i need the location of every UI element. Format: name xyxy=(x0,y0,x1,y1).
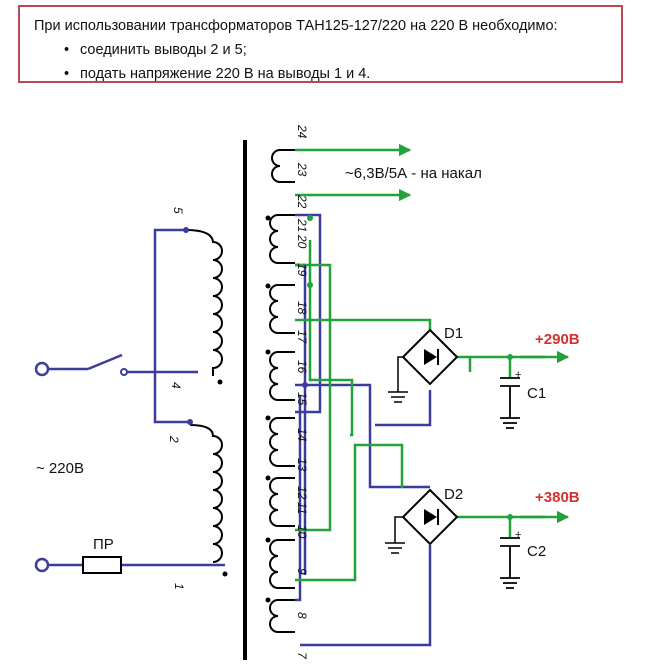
mains-terminal xyxy=(34,557,50,573)
terminal-number: 13 xyxy=(295,458,309,472)
wire-d2-bottom xyxy=(300,545,432,647)
secondary-winding-10-12 xyxy=(269,477,295,527)
secondary-winding-7-8 xyxy=(269,599,295,633)
primary-winding-upper xyxy=(185,229,223,376)
wire-10-to-d2 xyxy=(295,263,332,532)
terminal-number: 1 xyxy=(172,583,186,590)
terminal-number: 20 xyxy=(295,234,309,249)
dot-marker xyxy=(265,537,271,543)
instruction-intro: При использовании трансформаторов ТАН125… xyxy=(34,18,558,34)
dot-marker xyxy=(265,597,271,603)
terminal-number: 24 xyxy=(295,124,309,139)
terminal-number: 11 xyxy=(295,502,309,514)
secondary-winding-9-10 xyxy=(269,539,295,589)
capacitor-label: C2 xyxy=(527,543,546,560)
filament-label: ~6,3В/5А - на накал xyxy=(345,165,482,182)
wire-d1-to-d2 xyxy=(295,395,302,602)
secondary-winding-23-24 xyxy=(271,149,295,183)
capacitor-label: C1 xyxy=(527,385,546,402)
secondary-winding-20-21 xyxy=(269,214,295,264)
junction-dot xyxy=(307,215,313,221)
wire-17-to-d1 xyxy=(295,318,432,335)
junction-dot xyxy=(507,514,513,520)
mains-terminal xyxy=(34,361,50,377)
junction-dot xyxy=(187,419,193,425)
dot-marker xyxy=(222,571,228,577)
terminal-number: 12 xyxy=(295,486,309,500)
wire-d1-bottom xyxy=(375,390,432,427)
terminal-number: 14 xyxy=(295,428,309,442)
fuse-label: ПР xyxy=(93,536,114,553)
primary-winding-lower xyxy=(189,424,223,563)
terminal-number: 8 xyxy=(295,612,309,619)
terminal-number: 9 xyxy=(295,568,309,575)
ground-symbol xyxy=(385,516,405,554)
secondary-winding-13-14 xyxy=(269,417,295,467)
terminal-number: 17 xyxy=(295,330,309,345)
terminal-number: 16 xyxy=(295,360,309,374)
terminal-number: 19 xyxy=(295,263,309,277)
dot-marker xyxy=(265,283,271,289)
terminal-number: 5 xyxy=(171,207,185,214)
wire-21-to-15 xyxy=(295,213,322,414)
instruction-list: соединить выводы 2 и 5; подать напряжени… xyxy=(34,38,611,86)
fuse xyxy=(82,556,122,574)
terminal-number: 22 xyxy=(295,194,309,209)
ground-symbol xyxy=(388,356,408,403)
output-voltage-label: +290В xyxy=(535,331,580,348)
secondary-winding-17-19 xyxy=(269,284,295,334)
wire-d1-left xyxy=(308,240,354,437)
dot-marker xyxy=(265,415,271,421)
terminal-number: 23 xyxy=(295,162,309,177)
output-voltage-label: +380В xyxy=(535,489,580,506)
junction-dot xyxy=(302,382,308,388)
terminal-number: 21 xyxy=(295,218,309,232)
terminal-number: 15 xyxy=(295,392,309,406)
junction-dot xyxy=(307,282,313,288)
junction-dot xyxy=(507,354,513,360)
mains-voltage-label: ~ 220В xyxy=(36,460,84,477)
capacitor-polarity: + xyxy=(515,529,521,541)
instruction-item: подать напряжение 220 В на выводы 1 и 4. xyxy=(64,62,611,86)
dot-marker xyxy=(265,349,271,355)
dot-marker xyxy=(217,379,223,385)
dot-marker xyxy=(265,475,271,481)
wire-5-to-2 xyxy=(153,228,190,424)
switch-contact xyxy=(120,368,128,376)
instruction-item: соединить выводы 2 и 5; xyxy=(64,38,611,62)
diode-bridge-label: D1 xyxy=(444,325,463,342)
capacitor-c1 xyxy=(500,377,520,429)
diode-bridge-d2 xyxy=(401,488,459,546)
capacitor-polarity: + xyxy=(515,369,521,381)
capacitor-c2 xyxy=(500,537,520,589)
dot-marker xyxy=(265,215,271,221)
secondary-winding-15-16 xyxy=(269,351,295,401)
terminal-number: 2 xyxy=(167,435,181,443)
terminal-number: 18 xyxy=(295,301,309,315)
junction-dot xyxy=(183,227,189,233)
terminal-number: 10 xyxy=(295,525,309,539)
wire-12-to-16 xyxy=(295,383,430,489)
diode-bridge-d1 xyxy=(401,328,459,386)
terminal-number: 7 xyxy=(295,652,309,660)
wire-9-to-d2 xyxy=(295,443,404,582)
instruction-note: При использовании трансформаторов ТАН125… xyxy=(18,5,623,86)
terminal-number: 4 xyxy=(169,382,183,389)
diode-bridge-label: D2 xyxy=(444,486,463,503)
switch-lever xyxy=(87,353,123,371)
